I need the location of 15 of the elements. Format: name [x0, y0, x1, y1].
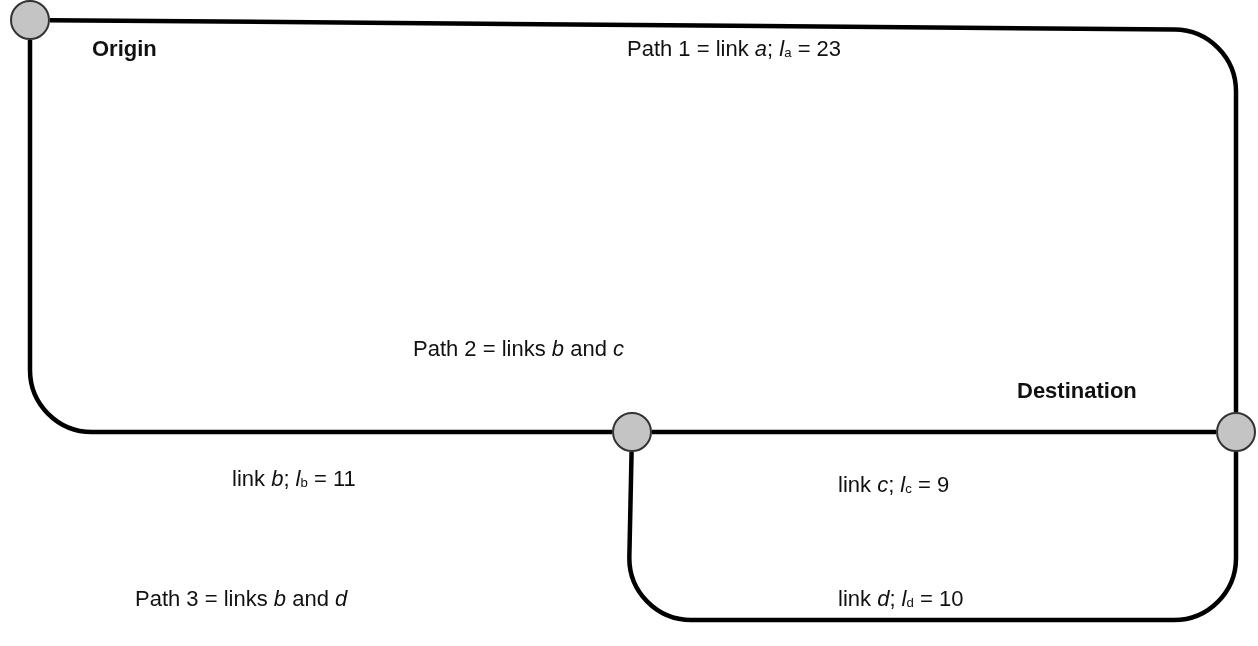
edge-label: link b; l$_{b}$ = 11 [232, 466, 356, 493]
link-line [652, 429, 1216, 435]
node-label: Destination [1017, 378, 1137, 405]
node-circle [612, 412, 652, 452]
link-line [50, 17, 1239, 412]
path-note: Path 3 = links b and d [135, 586, 348, 613]
edge-label: link d; l$_{d}$ = 10 [838, 586, 964, 613]
node-circle [1216, 412, 1256, 452]
link-line [627, 451, 1239, 623]
path-note: Path 2 = links b and c [413, 336, 624, 363]
link-line [27, 40, 612, 435]
node-circle [10, 0, 50, 40]
edge-label: link c; l$_{c}$ = 9 [838, 472, 950, 499]
node-label: Origin [92, 36, 157, 63]
edge-label: Path 1 = link a; l$_{a}$ = 23 [627, 36, 842, 63]
